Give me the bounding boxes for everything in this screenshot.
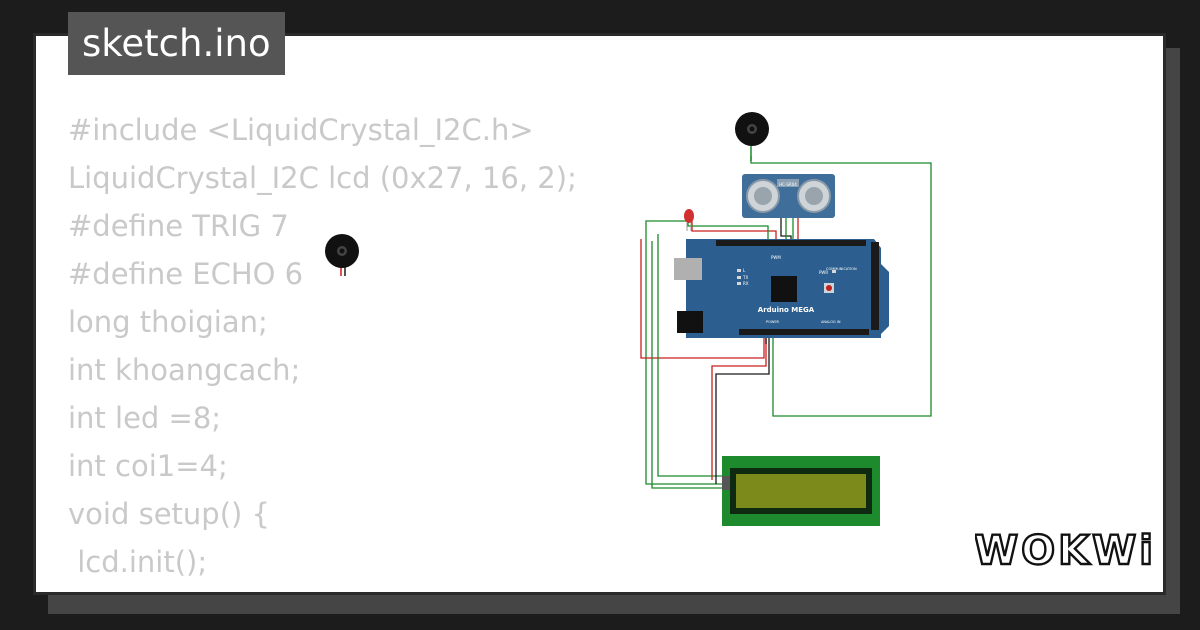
analog-label: ANALOG IN	[821, 320, 841, 324]
pwr-label: PWR	[819, 270, 828, 275]
led-icon	[684, 209, 694, 231]
code-line: LiquidCrystal_I2C lcd (0x27, 16, 2);	[68, 161, 577, 195]
code-line: void setup() {	[68, 497, 270, 531]
board-label: Arduino MEGA	[758, 306, 815, 314]
wires	[640, 156, 932, 489]
buzzer-icon	[325, 234, 359, 276]
ultrasonic-sensor-icon: HC-SR04	[742, 174, 835, 218]
code-line: int coi1=4;	[68, 449, 228, 483]
code-line: lcd.init();	[68, 545, 208, 579]
circuit-diagram: HC-SR04 Arduino MEGA PWM COMMUNICATION P…	[325, 112, 932, 526]
communication-label: COMMUNICATION	[826, 267, 857, 271]
arduino-mega-icon: Arduino MEGA PWM COMMUNICATION POWER ANA…	[674, 239, 889, 338]
sensor-label: HC-SR04	[779, 182, 797, 187]
led-l-label: L	[743, 268, 746, 273]
preview-card: #include <LiquidCrystal_I2C.h> LiquidCrys…	[33, 33, 1166, 595]
code-line: #include <LiquidCrystal_I2C.h>	[68, 113, 534, 147]
code-line: int khoangcach;	[68, 353, 301, 387]
lcd-icon	[722, 456, 880, 526]
led-rx-label: RX	[743, 281, 749, 286]
code-line: #define ECHO 6	[68, 257, 304, 291]
code-line: #define TRIG 7	[68, 209, 289, 243]
pwm-label: PWM	[771, 255, 781, 260]
buzzer-icon	[735, 112, 769, 161]
led-tx-label: TX	[742, 275, 748, 280]
wokwi-logo-icon: WOKWi	[975, 527, 1155, 575]
filename-tab: sketch.ino	[68, 12, 285, 75]
power-label: POWER	[766, 320, 780, 324]
code-line: int led =8;	[68, 401, 222, 435]
logo-text: WOKWi	[975, 528, 1155, 574]
code-preview: #include <LiquidCrystal_I2C.h> LiquidCrys…	[68, 106, 577, 592]
code-line: long thoigian;	[68, 305, 268, 339]
